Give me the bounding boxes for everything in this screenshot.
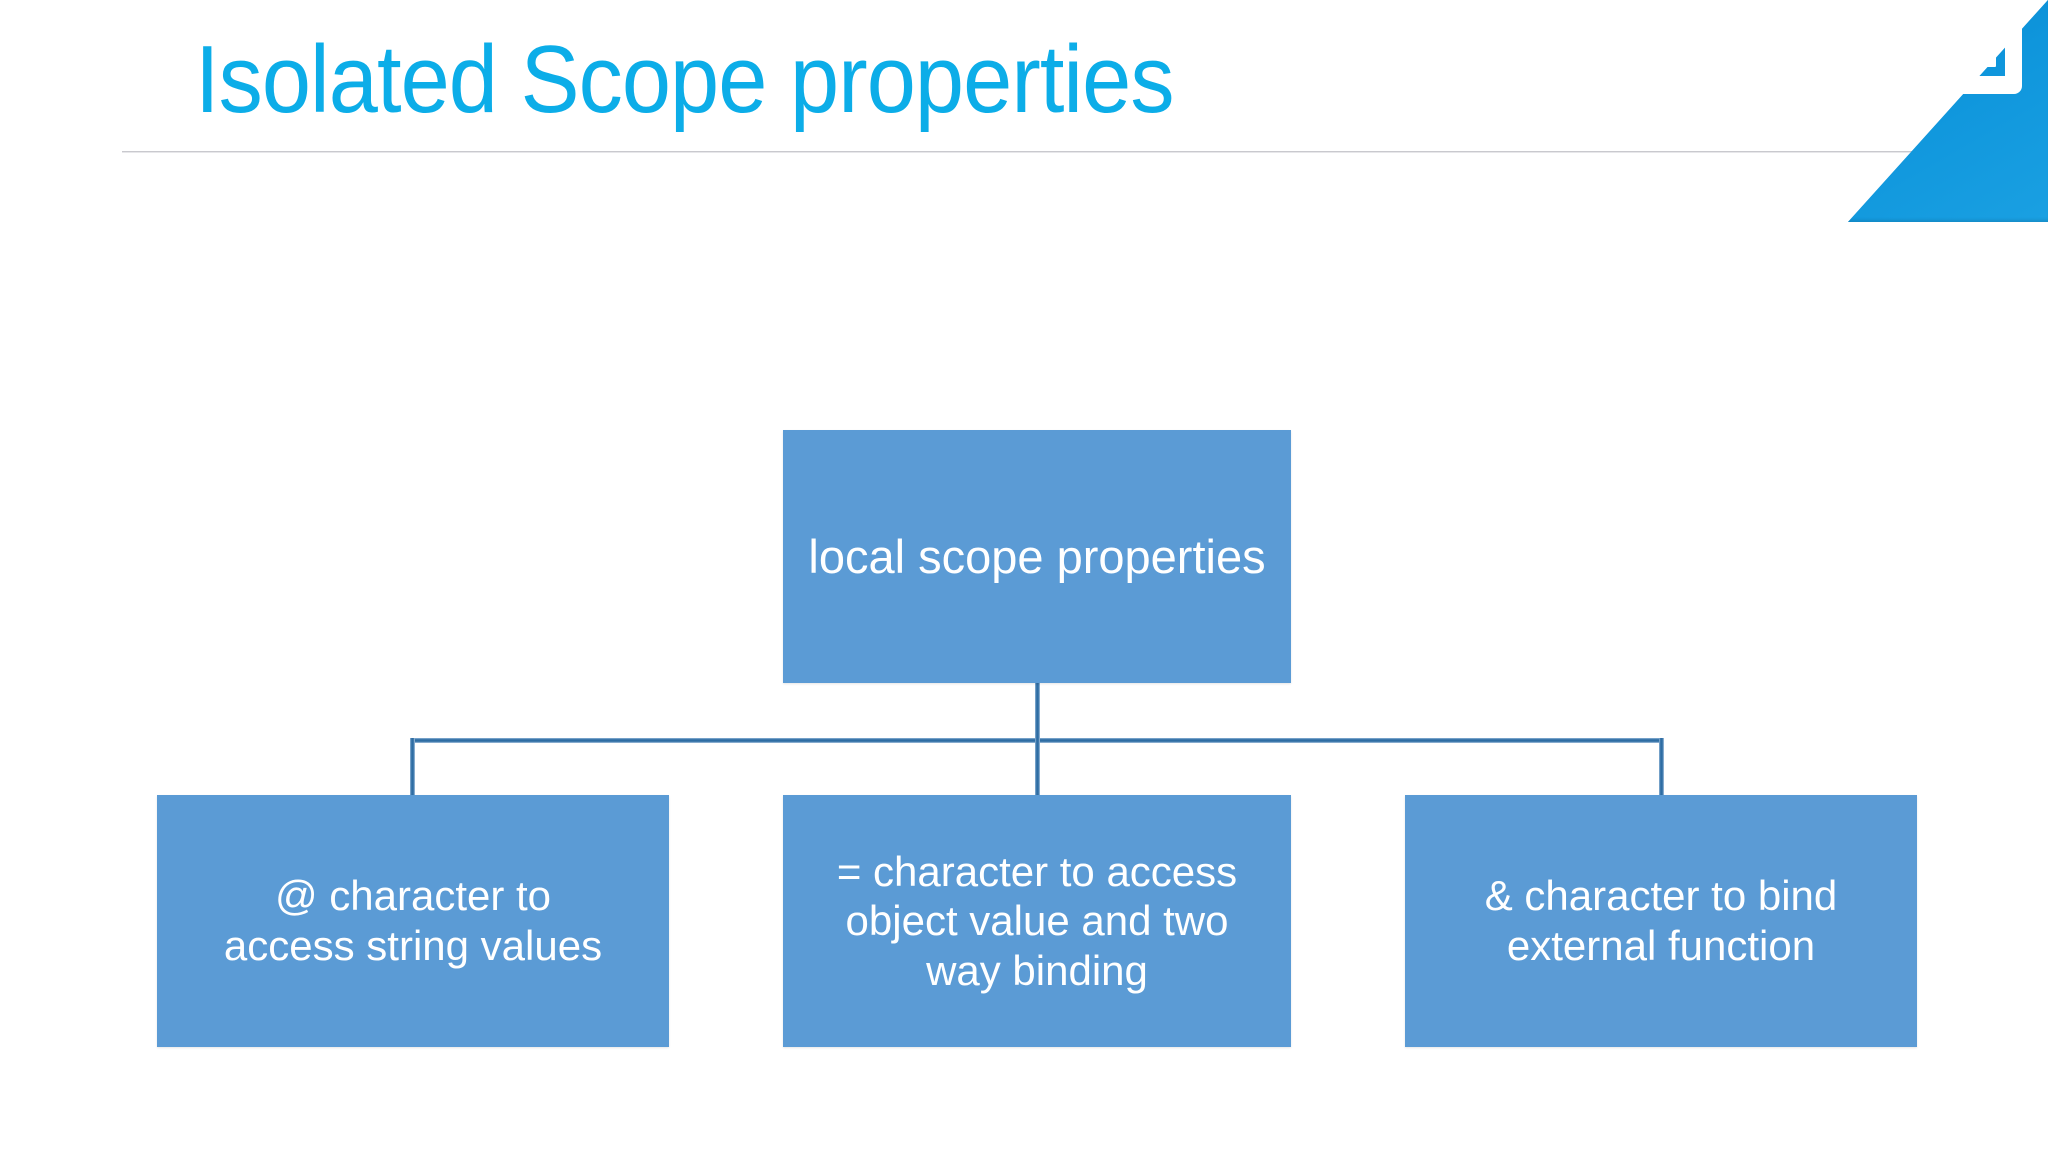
- diagram-node-label: @ character to access string values: [223, 872, 603, 969]
- connector-drop-left: [410, 738, 415, 796]
- diagram-node-label: = character to access object value and t…: [836, 847, 1238, 994]
- connector-drop-middle: [1035, 738, 1040, 796]
- diagram-node-local-scope-properties[interactable]: local scope properties: [783, 430, 1291, 683]
- connector-root-stem: [1035, 683, 1040, 743]
- nested-square-logo-icon: [1944, 18, 2022, 94]
- corner-brand-wedge: [1848, 0, 2048, 222]
- diagram-node-at-character[interactable]: @ character to access string values: [157, 795, 669, 1047]
- diagram-node-label: local scope properties: [808, 529, 1266, 583]
- page-title: Isolated Scope properties: [195, 26, 1174, 133]
- title-divider: [122, 151, 1928, 153]
- corner-triangle-shape: [1848, 0, 2048, 222]
- diagram-node-equals-character[interactable]: = character to access object value and t…: [783, 795, 1291, 1047]
- corner-triangle-edge: [1848, 0, 2048, 222]
- diagram-node-ampersand-character[interactable]: & character to bind external function: [1405, 795, 1917, 1047]
- connector-drop-right: [1659, 738, 1664, 796]
- diagram-node-label: & character to bind external function: [1484, 872, 1838, 969]
